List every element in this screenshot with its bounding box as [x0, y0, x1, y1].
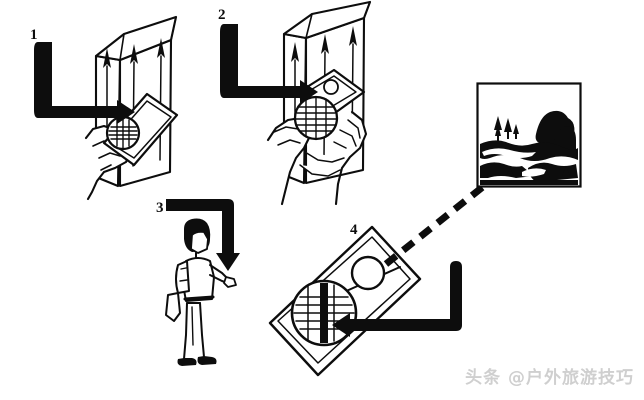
panel-number-2: 2 [218, 7, 226, 23]
index-circle [350, 255, 386, 291]
panel-1-illustration [34, 15, 179, 201]
landscape-content [480, 110, 578, 185]
hiker-with-backpack [165, 218, 237, 366]
watermark: 头条 @户外旅游技巧 [465, 367, 634, 388]
panel-2-illustration [220, 0, 372, 206]
panel-2-rotate-compass-housing: 2 [200, 0, 415, 206]
instruction-arrow-1 [34, 42, 135, 124]
instruction-arrow-2 [220, 24, 318, 104]
panel-number-4: 4 [350, 222, 358, 238]
panel-3-illustration [165, 199, 240, 366]
terrain-landmark-scene [476, 82, 582, 188]
panel-4-sight-along-direction-of-travel: 4 [250, 205, 480, 377]
instruction-arrow-3 [166, 199, 240, 271]
panel-1-place-compass-on-map: 1 [0, 0, 215, 201]
two-hands [266, 110, 368, 206]
dashed-sighting-line [383, 167, 507, 267]
landscape-trail [482, 148, 546, 177]
panel-number-1: 1 [30, 27, 38, 43]
compass-dial-needle [290, 279, 358, 347]
panel-4-illustration [268, 225, 462, 377]
instruction-arrow-4 [332, 261, 462, 337]
panel-number-3: 3 [156, 200, 164, 216]
landscape-illustration [476, 82, 582, 188]
compass-dial [105, 115, 141, 151]
compass-dial [293, 95, 339, 141]
panel-3-hold-compass-and-turn-body: 3 [140, 195, 280, 375]
